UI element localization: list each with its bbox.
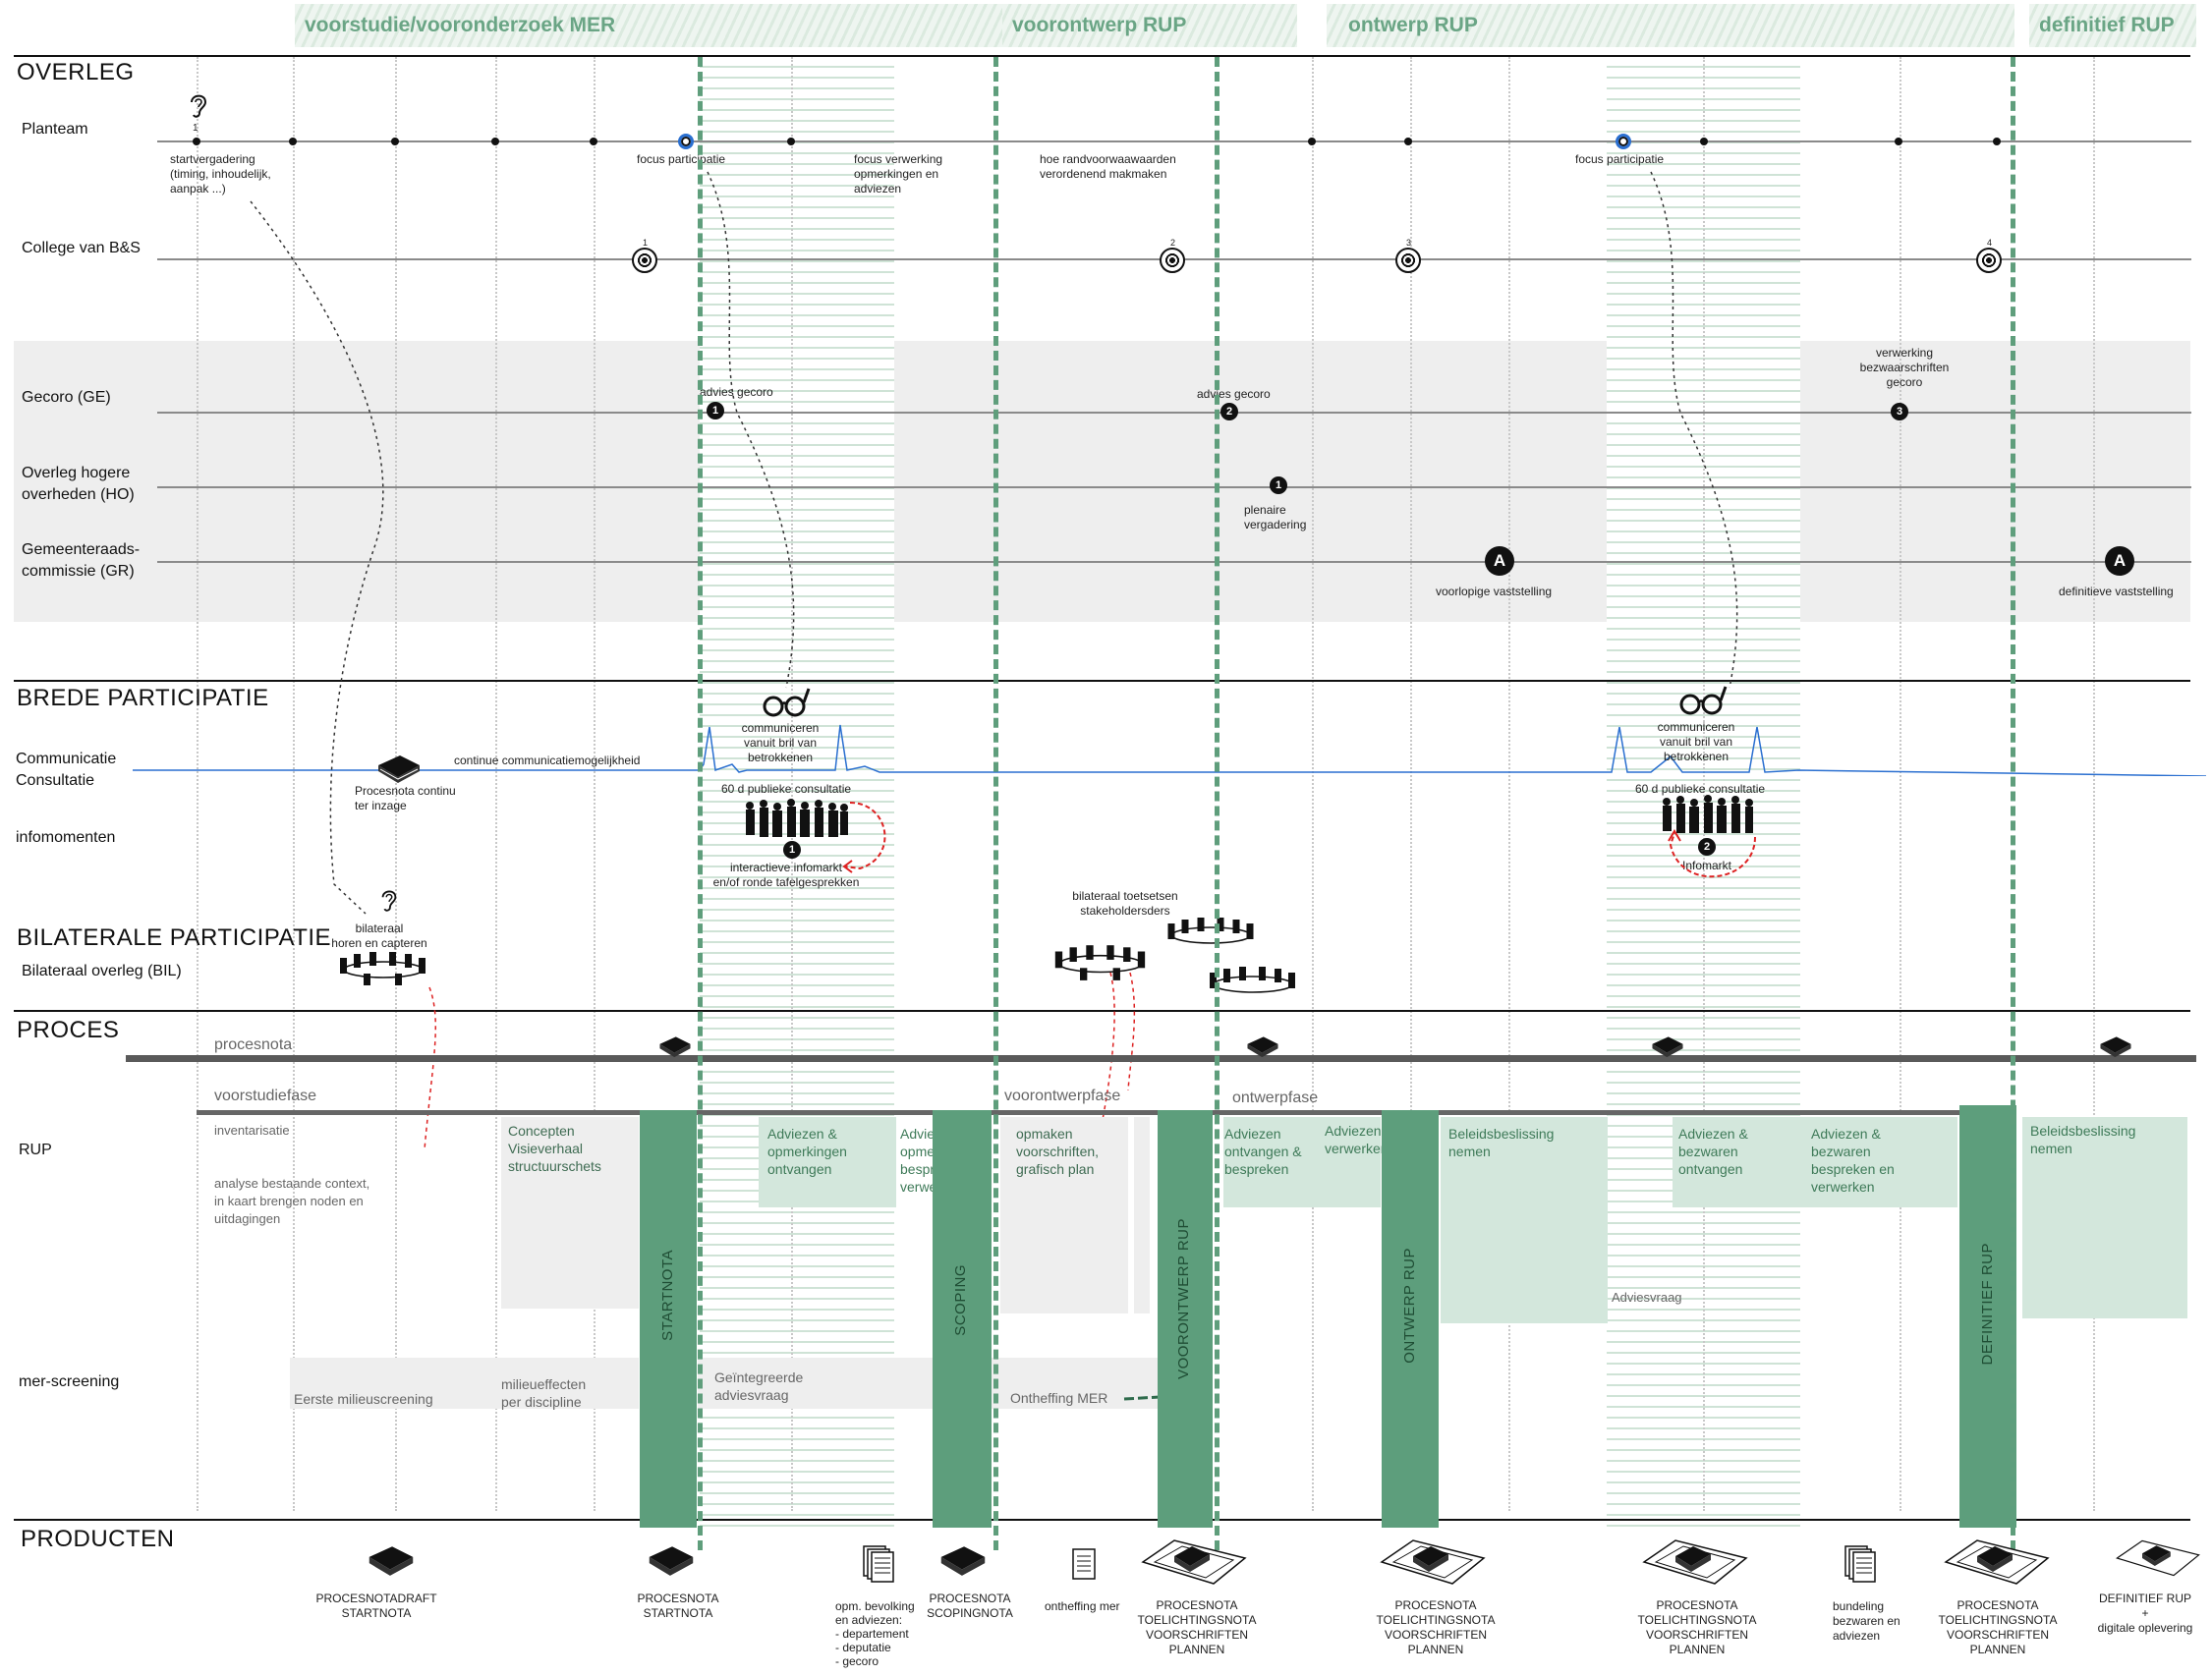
map-folder-icon [2111,1533,2205,1584]
book-icon [938,1542,988,1578]
label-adviesvraag: Adviesvraag [1612,1289,1682,1307]
label-ontheffing-mer: Ontheffing MER [1010,1389,1107,1407]
label-ontwerpfase: ontwerpfase [1232,1089,1318,1107]
label-procesnota: procesnota [214,1036,292,1054]
phase-boundary [2011,57,2015,1550]
product-definitief-rup: DEFINITIEF RUP+digitale oplevering [2081,1592,2209,1636]
label-milieueffecten: milieueffectenper discipline [501,1375,586,1411]
mer-box [894,1358,934,1409]
document-icon [1071,1547,1097,1581]
label-eerste-milieuscreening: Eerste milieuscreening [294,1390,433,1408]
procesnota-line [126,1055,2196,1062]
book-icon [647,1542,696,1578]
label-voorstudiefase: voorstudiefase [214,1088,316,1105]
label-beleidsbeslissing-2: Beleidsbeslissingnemen [2030,1122,2135,1157]
label-adviezen-bezwaren-bespreken: Adviezen &bezwarenbespreken enverwerken [1811,1125,1895,1196]
label-adviezen-ontvangen: Adviezen &opmerkingenontvangen [767,1125,847,1178]
phase-boundary [698,57,703,1550]
book-icon [1246,1034,1279,1059]
label-analyse: analyse bestaande context,in kaart breng… [214,1175,369,1228]
product-ontwerp-bundel: PROCESNOTATOELICHTINGSNOTAVOORSCHRIFTENP… [1362,1598,1509,1657]
map-folder-icon [1374,1533,1492,1592]
task-box [1134,1117,1150,1313]
book-icon [1651,1034,1684,1059]
label-concepten: ConceptenVisieverhaalstructuurschets [508,1122,601,1175]
milestone-label: ONTWERP RUP [1401,1248,1418,1364]
label-adviezen-verwerken: Adviezenverwerken [1325,1122,1389,1157]
label-voorontwerpfase: voorontwerpfase [1004,1088,1120,1105]
product-ontheffing-mer: ontheffing mer [1045,1599,1120,1614]
milestone-label: STARTNOTA [659,1250,676,1341]
book-icon [367,1542,416,1578]
book-icon [2099,1034,2132,1059]
milestone-label: SCOPING [952,1264,969,1336]
milestone-label: DEFINITIEF RUP [1979,1243,1996,1366]
map-folder-icon [1135,1533,1253,1592]
milestone-label: VOORONTWERP RUP [1175,1218,1192,1379]
map-folder-icon [1938,1533,2056,1592]
label-inventarisatie: inventarisatie [214,1122,290,1140]
map-folder-icon [1636,1533,1754,1592]
phase-boundary [993,57,998,1550]
rup-phase-line [197,1110,1960,1115]
label-adviezen-ontvangen-bespreken: Adviezenontvangen &bespreken [1224,1125,1302,1178]
label-adviezen-bezwaren-ontvangen: Adviezen &bezwarenontvangen [1678,1125,1748,1178]
document-stack-icon [862,1544,895,1584]
book-icon [658,1034,692,1059]
phase-boundary [1215,57,1219,1550]
document-stack-icon [1843,1544,1877,1584]
